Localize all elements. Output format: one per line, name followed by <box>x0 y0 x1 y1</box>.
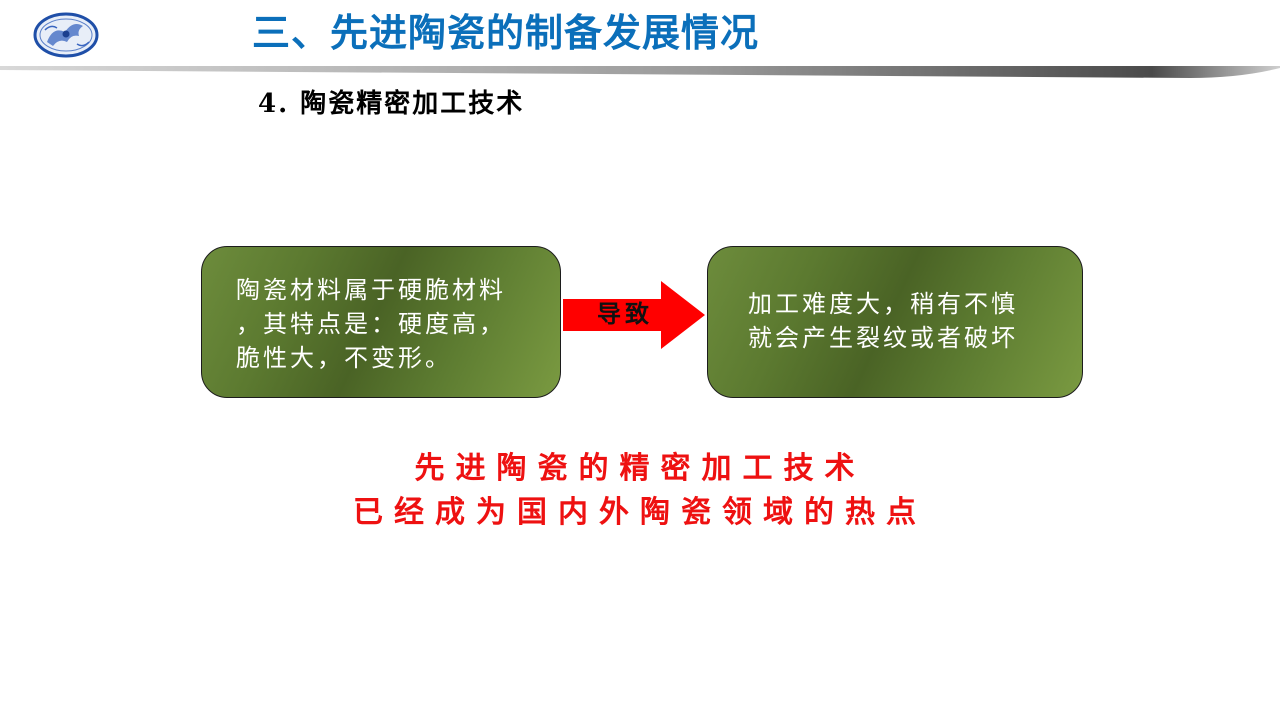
effect-line: 就会产生裂纹或者破坏 <box>748 324 1018 352</box>
arrow-label: 导致 <box>597 299 653 328</box>
conclusion-line: 先进陶瓷的精密加工技术 <box>414 451 866 486</box>
cause-line: 陶瓷材料属于硬脆材料 <box>236 276 506 304</box>
section-subtitle: 4. 陶瓷精密加工技术 <box>258 89 525 119</box>
effect-line: 加工难度大，稍有不慎 <box>748 290 1018 318</box>
header-divider <box>0 66 1280 78</box>
effect-box: 加工难度大，稍有不慎 就会产生裂纹或者破坏 <box>707 246 1083 398</box>
cause-box: 陶瓷材料属于硬脆材料 ，其特点是：硬度高， 脆性大，不变形。 <box>201 246 561 398</box>
page-title: 三、先进陶瓷的制备发展情况 <box>252 11 760 55</box>
cause-line: ，其特点是：硬度高， <box>236 310 506 338</box>
right-arrow-icon <box>563 281 705 349</box>
logo-emblem <box>33 12 99 58</box>
conclusion-line: 已经成为国内外陶瓷领域的热点 <box>353 495 927 530</box>
cause-line: 脆性大，不变形。 <box>236 344 452 372</box>
dragon-emblem-icon <box>33 12 99 58</box>
